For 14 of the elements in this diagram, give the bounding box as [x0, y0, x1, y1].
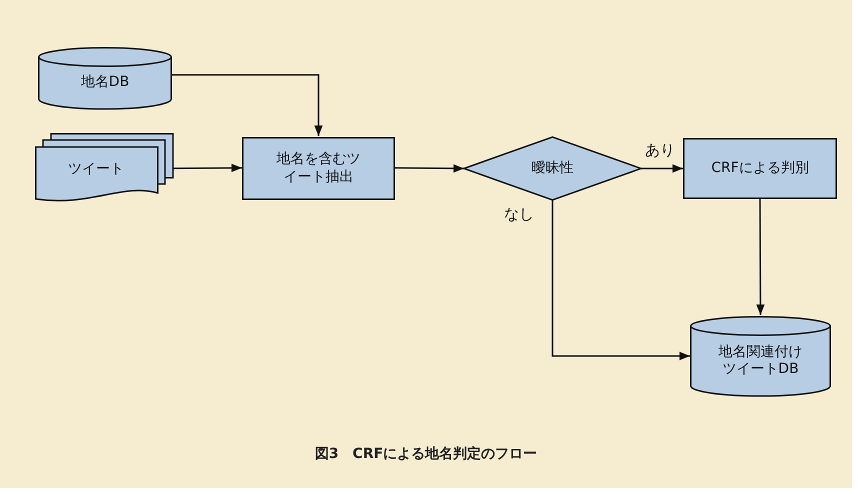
arrow: [756, 199, 765, 315]
arrow: [552, 200, 690, 360]
arrow: [173, 164, 242, 172]
arrow: [641, 164, 683, 173]
node-label: CRFによる判別: [711, 160, 809, 178]
figure-caption: 図3 CRFによる地名判定のフロー: [314, 445, 538, 463]
node-label: 地名DB: [80, 74, 130, 92]
node-label: 地名を含むツイート抽出: [275, 151, 362, 186]
node-label: 曖昧性: [532, 160, 574, 178]
arrow: [395, 164, 464, 173]
node-label: ツイート: [68, 161, 124, 179]
arrow: [172, 74, 323, 136]
edge-label: なし: [503, 206, 535, 222]
node-label: 地名関連付けツイートDB: [717, 344, 804, 378]
